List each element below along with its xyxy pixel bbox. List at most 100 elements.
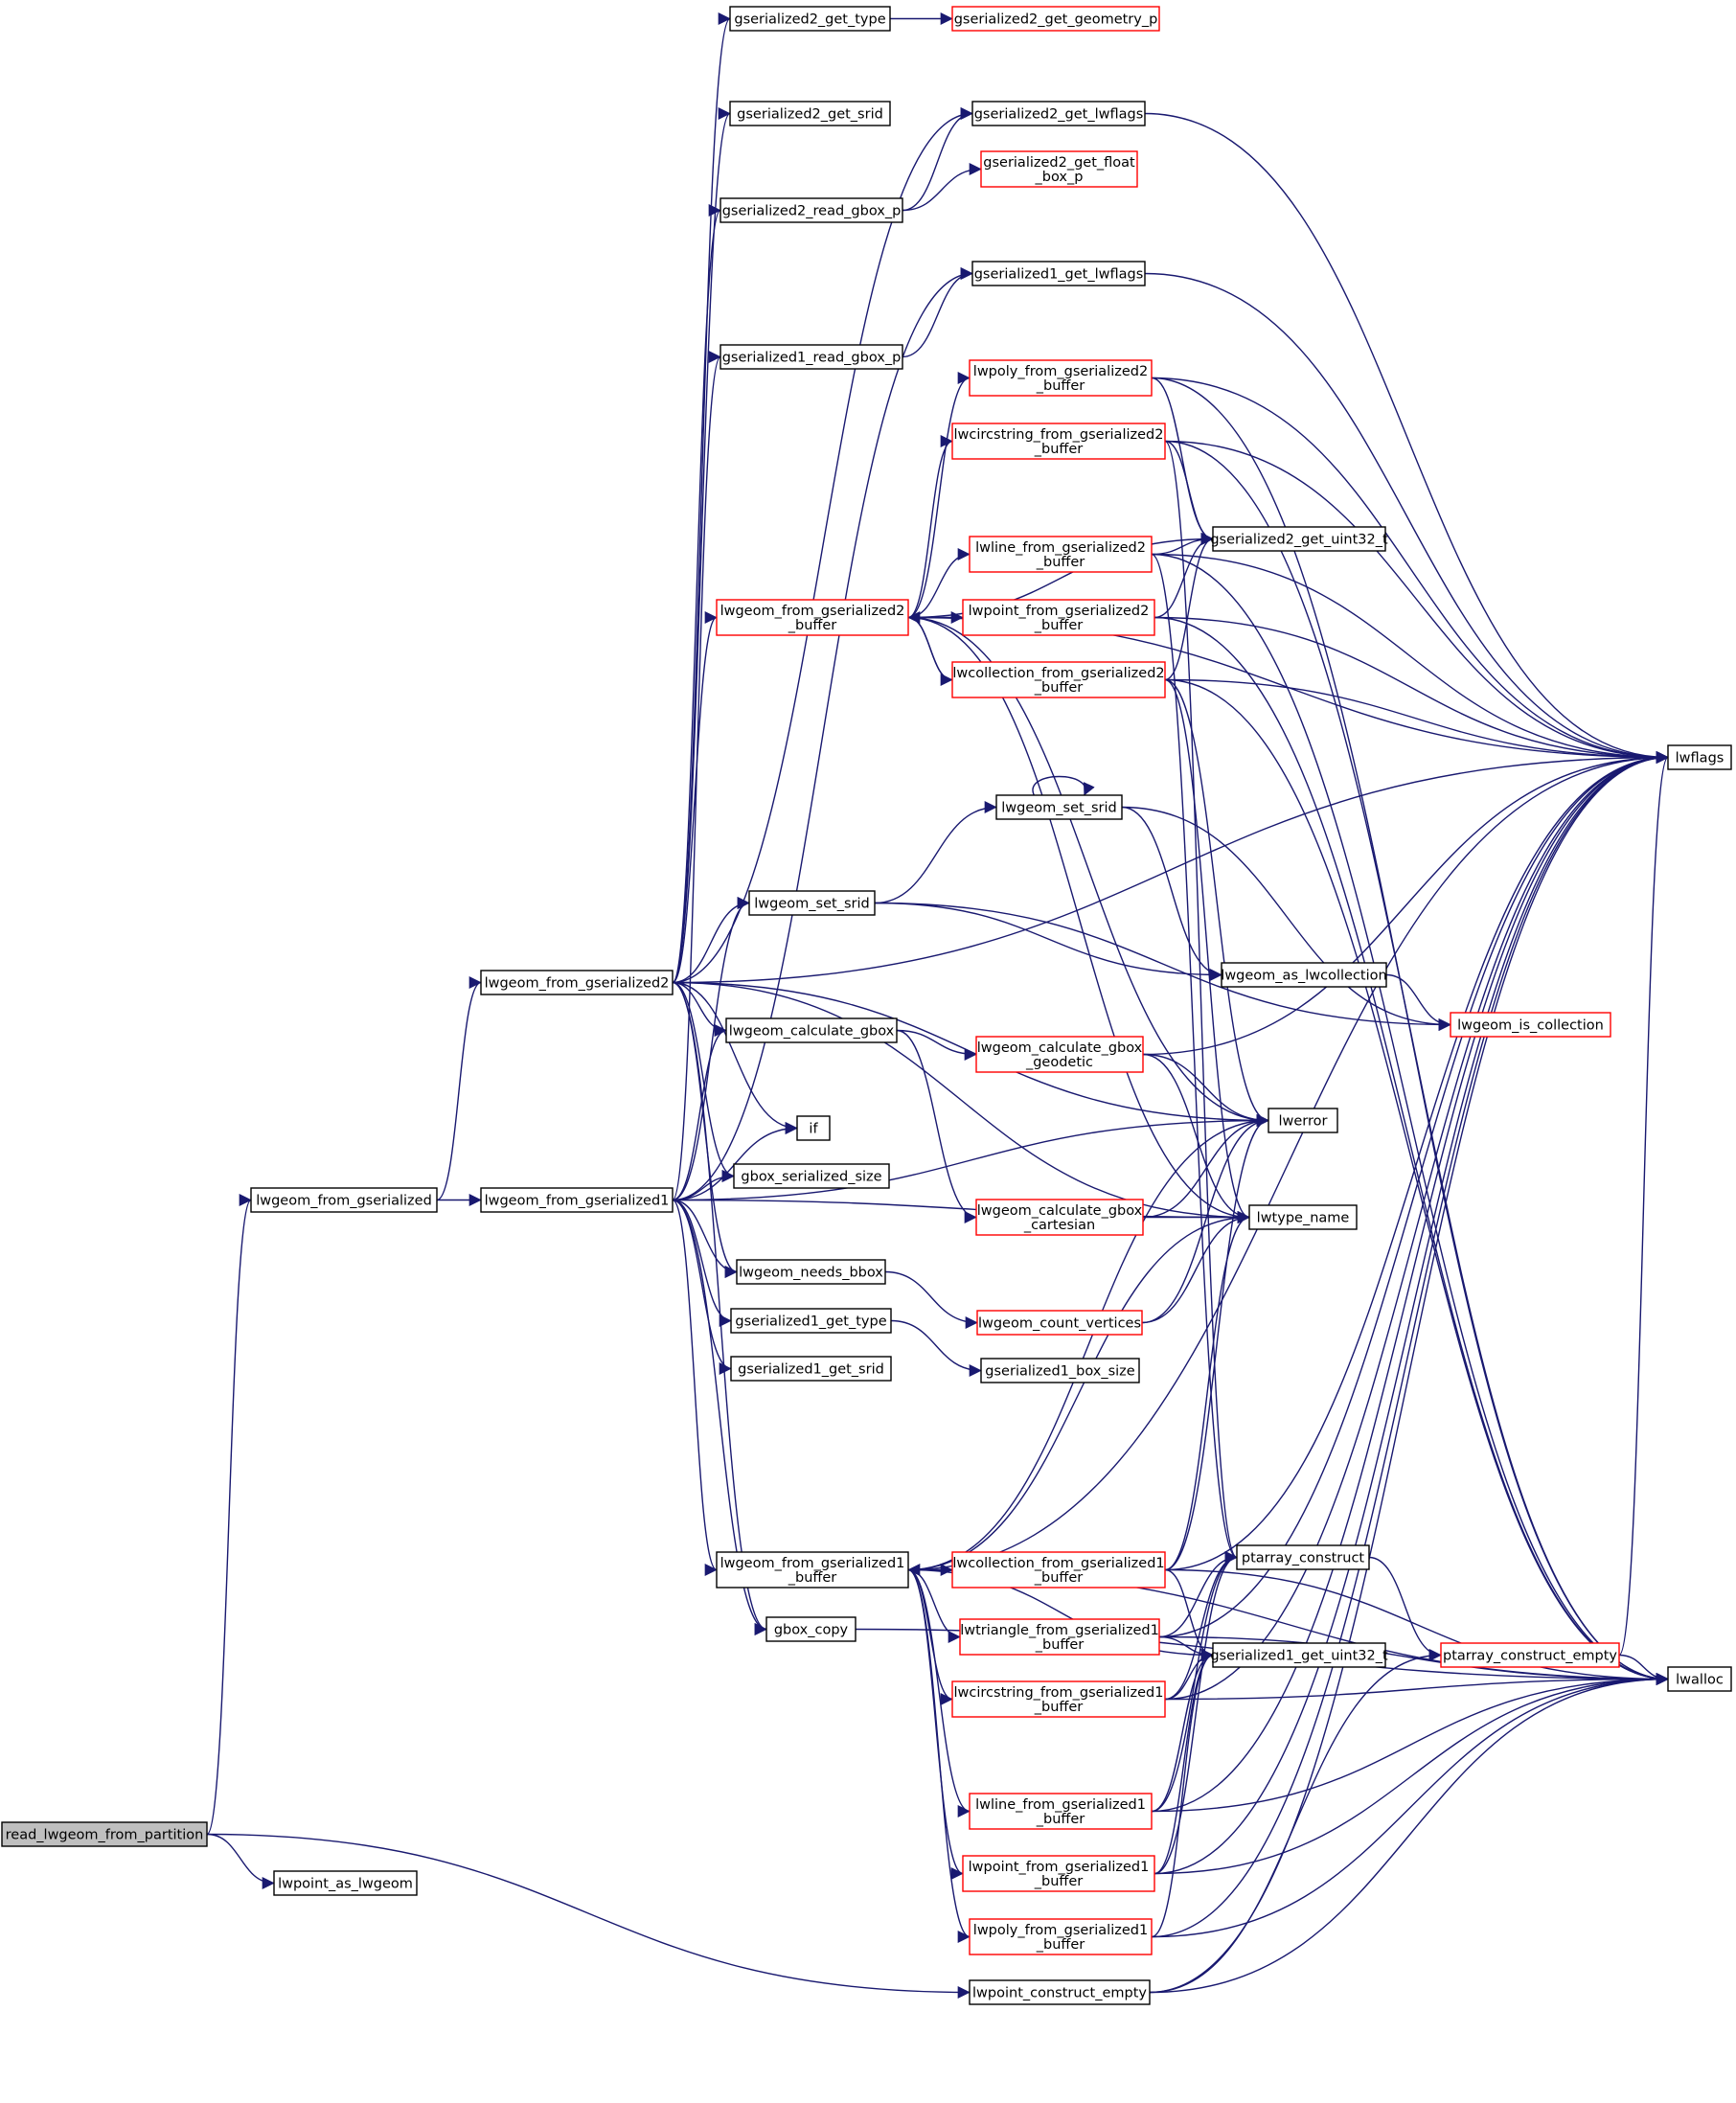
node-ptarray_construct[interactable]: ptarray_construct [1236, 1544, 1370, 1570]
node-lwflags[interactable]: lwflags [1667, 744, 1732, 770]
edge-lwgeom_from_gserialized2-to-lwgeom_from_gserialized2_buffer [672, 611, 718, 984]
node-lwgeom_set_srid_b[interactable]: lwgeom_set_srid [995, 794, 1123, 820]
node-gbox_serialized_size[interactable]: gbox_serialized_size [733, 1163, 890, 1189]
node-gbox_copy[interactable]: gbox_copy [765, 1616, 857, 1642]
node-box [1450, 1012, 1611, 1038]
edge-lwgeom_from_gserialized1-to-lwgeom_needs_bbox [672, 1199, 738, 1278]
node-lwline_from_gserialized2_buffer[interactable]: lwline_from_gserialized2_buffer [969, 536, 1153, 573]
node-lwtype_name[interactable]: lwtype_name [1248, 1204, 1358, 1230]
node-box [725, 1017, 898, 1043]
function-nodes: read_lwgeom_from_partition lwgeom_from_gs… [1, 6, 1732, 2005]
node-lwgeom_count_vertices[interactable]: lwgeom_count_vertices [976, 1310, 1143, 1336]
node-box [995, 794, 1123, 820]
node-box [969, 1979, 1151, 2005]
node-label: lwline_from_gserialized2 [975, 540, 1146, 556]
node-lwpoint_from_gserialized2_buffer[interactable]: lwpoint_from_gserialized2_buffer [962, 599, 1155, 636]
node-gserialized2_get_srid[interactable]: gserialized2_get_srid [729, 101, 891, 126]
node-gserialized1_get_uint32_t[interactable]: gserialized1_get_uint32_t [1210, 1642, 1388, 1668]
node-gserialized1_read_gbox_p[interactable]: gserialized1_read_gbox_p [720, 344, 903, 370]
edge-lwpoly_from_gserialized2_buffer-to-lwflags [1151, 377, 1669, 764]
node-gserialized1_get_type[interactable]: gserialized1_get_type [730, 1308, 892, 1334]
edge-lwline_from_gserialized2_buffer-to-ptarray_construct [1151, 553, 1238, 1564]
node-box [1248, 1204, 1358, 1230]
node-lwerror[interactable]: lwerror [1268, 1108, 1338, 1133]
node-box [796, 1115, 831, 1141]
edge-lwgeom_from_gserialized2-to-gserialized2_get_lwflags [672, 107, 973, 984]
edge-lwgeom_from_gserialized1_buffer-to-lwline_from_gserialized1_buffer [907, 1568, 971, 1817]
node-label: lwpoint_from_gserialized1 [969, 1860, 1150, 1875]
node-read_lwgeom_from_partition[interactable]: read_lwgeom_from_partition [1, 1821, 208, 1847]
node-ptarray_construct_empty[interactable]: ptarray_construct_empty [1440, 1642, 1620, 1668]
edge-lwpoint_construct_empty-to-lwflags [1149, 751, 1669, 1994]
node-label: lwpoint_construct_empty [972, 1986, 1147, 2001]
edge-lwgeom_needs_bbox-to-lwgeom_count_vertices [884, 1270, 978, 1329]
node-box [980, 1358, 1140, 1383]
node-label: _buffer [1034, 680, 1084, 696]
node-gserialized2_get_type[interactable]: gserialized2_get_type [729, 6, 891, 32]
node-label: lwgeom_from_gserialized2 [720, 604, 905, 619]
node-lwgeom_needs_bbox[interactable]: lwgeom_needs_bbox [736, 1259, 886, 1285]
node-lwgeom_from_gserialized1[interactable]: lwgeom_from_gserialized1 [480, 1187, 674, 1213]
node-gserialized2_read_gbox_p[interactable]: gserialized2_read_gbox_p [720, 197, 903, 223]
edge-lwgeom_calculate_gbox_geodetic-to-lwerror [1142, 1053, 1269, 1127]
edge-lwgeom_from_gserialized1_buffer-to-lwflags [907, 751, 1669, 1571]
node-lwcollection_from_gserialized1_buffer[interactable]: lwcollection_from_gserialized1_buffer [951, 1551, 1166, 1589]
node-lwgeom_is_collection[interactable]: lwgeom_is_collection [1450, 1012, 1611, 1038]
node-lwcircstring_from_gserialized2_buffer[interactable]: lwcircstring_from_gserialized2_buffer [951, 423, 1166, 460]
node-box [730, 1308, 892, 1334]
node-label: gserialized2_get_lwflags [974, 107, 1144, 123]
edge-lwline_from_gserialized1_buffer-to-ptarray_construct [1151, 1551, 1238, 1813]
node-lwalloc[interactable]: lwalloc [1667, 1666, 1732, 1692]
node-label: lwcircstring_from_gserialized1 [954, 1685, 1164, 1701]
node-box [1667, 1666, 1732, 1692]
node-lwpoly_from_gserialized2_buffer[interactable]: lwpoly_from_gserialized2_buffer [969, 359, 1153, 397]
edge-lwgeom_set_srid_a-to-lwgeom_as_lwcollection [874, 902, 1222, 981]
node-gserialized2_get_geometry_p[interactable]: gserialized2_get_geometry_p [951, 6, 1160, 32]
node-label: lwgeom_set_srid [754, 897, 869, 912]
node-lwgeom_from_gserialized[interactable]: lwgeom_from_gserialized [250, 1187, 438, 1213]
node-lwpoint_construct_empty[interactable]: lwpoint_construct_empty [969, 1979, 1151, 2005]
node-gserialized2_get_lwflags[interactable]: gserialized2_get_lwflags [971, 101, 1146, 126]
node-gserialized1_get_srid[interactable]: gserialized1_get_srid [730, 1356, 892, 1382]
node-gserialized1_get_lwflags[interactable]: gserialized1_get_lwflags [971, 261, 1146, 286]
edge-lwcollection_from_gserialized1_buffer-to-lwflags [1164, 751, 1669, 1571]
node-gserialized2_get_uint32_t[interactable]: gserialized2_get_uint32_t [1210, 526, 1388, 552]
edge-ptarray_construct-to-ptarray_construct_empty [1368, 1556, 1442, 1661]
edge-lwpoint_from_gserialized2_buffer-to-lwalloc [1154, 616, 1669, 1685]
node-box [980, 150, 1138, 188]
edge-lwgeom_from_gserialized2-to-lwflags [672, 751, 1669, 984]
node-lwcollection_from_gserialized2_buffer[interactable]: lwcollection_from_gserialized2_buffer [951, 661, 1166, 698]
node-lwcircstring_from_gserialized1_buffer[interactable]: lwcircstring_from_gserialized1_buffer [951, 1680, 1166, 1718]
node-gserialized2_get_float_box_p[interactable]: gserialized2_get_float_box_p [980, 150, 1138, 188]
node-box [730, 1356, 892, 1382]
edge-read_lwgeom_from_partition-to-lwpoint_as_lwgeom [206, 1833, 275, 1889]
node-label: lwgeom_count_vertices [978, 1316, 1141, 1332]
node-lwgeom_calculate_gbox_cartesian[interactable]: lwgeom_calculate_gbox_cartesian [975, 1199, 1144, 1236]
edge-lwcollection_from_gserialized1_buffer-to-lwalloc [1164, 1568, 1669, 1685]
edge-lwgeom_from_gserialized1_buffer-to-lwcircstring_from_gserialized1_buffer [907, 1568, 953, 1705]
node-label: gserialized2_get_geometry_p [954, 12, 1158, 28]
node-gserialized1_box_size[interactable]: gserialized1_box_size [980, 1358, 1140, 1383]
node-label: ptarray_construct [1242, 1551, 1365, 1566]
edge-lwcircstring_from_gserialized2_buffer-to-lwflags [1164, 440, 1669, 764]
edge-lwgeom_from_gserialized1-to-gbox_copy [672, 1199, 767, 1635]
node-if[interactable]: if [796, 1115, 831, 1141]
node-lwpoint_as_lwgeom[interactable]: lwpoint_as_lwgeom [273, 1870, 418, 1896]
node-lwgeom_from_gserialized1_buffer[interactable]: lwgeom_from_gserialized1_buffer [716, 1551, 909, 1589]
edge-lwgeom_count_vertices-to-lwerror [1141, 1114, 1269, 1324]
node-lwtriangle_from_gserialized1_buffer[interactable]: lwtriangle_from_gserialized1_buffer [959, 1618, 1160, 1656]
node-lwgeom_calculate_gbox[interactable]: lwgeom_calculate_gbox [725, 1017, 898, 1043]
node-lwgeom_calculate_gbox_geodetic[interactable]: lwgeom_calculate_gbox_geodetic [975, 1036, 1144, 1073]
node-lwpoly_from_gserialized1_buffer[interactable]: lwpoly_from_gserialized1_buffer [969, 1918, 1153, 1955]
node-lwpoint_from_gserialized1_buffer[interactable]: lwpoint_from_gserialized1_buffer [962, 1855, 1155, 1892]
node-lwgeom_set_srid_a[interactable]: lwgeom_set_srid [748, 890, 876, 916]
node-box [951, 423, 1166, 460]
node-label: gserialized2_read_gbox_p [722, 204, 902, 219]
node-lwgeom_as_lwcollection[interactable]: lwgeom_as_lwcollection [1221, 962, 1387, 988]
node-lwline_from_gserialized1_buffer[interactable]: lwline_from_gserialized1_buffer [969, 1793, 1153, 1830]
edge-lwcollection_from_gserialized1_buffer-to-lwerror [1164, 1114, 1269, 1571]
node-lwgeom_from_gserialized2_buffer[interactable]: lwgeom_from_gserialized2_buffer [716, 599, 909, 636]
edge-lwgeom_set_srid_a-to-lwgeom_set_srid_b [874, 801, 997, 904]
node-lwgeom_from_gserialized2[interactable]: lwgeom_from_gserialized2 [480, 970, 674, 995]
node-box [962, 1855, 1155, 1892]
